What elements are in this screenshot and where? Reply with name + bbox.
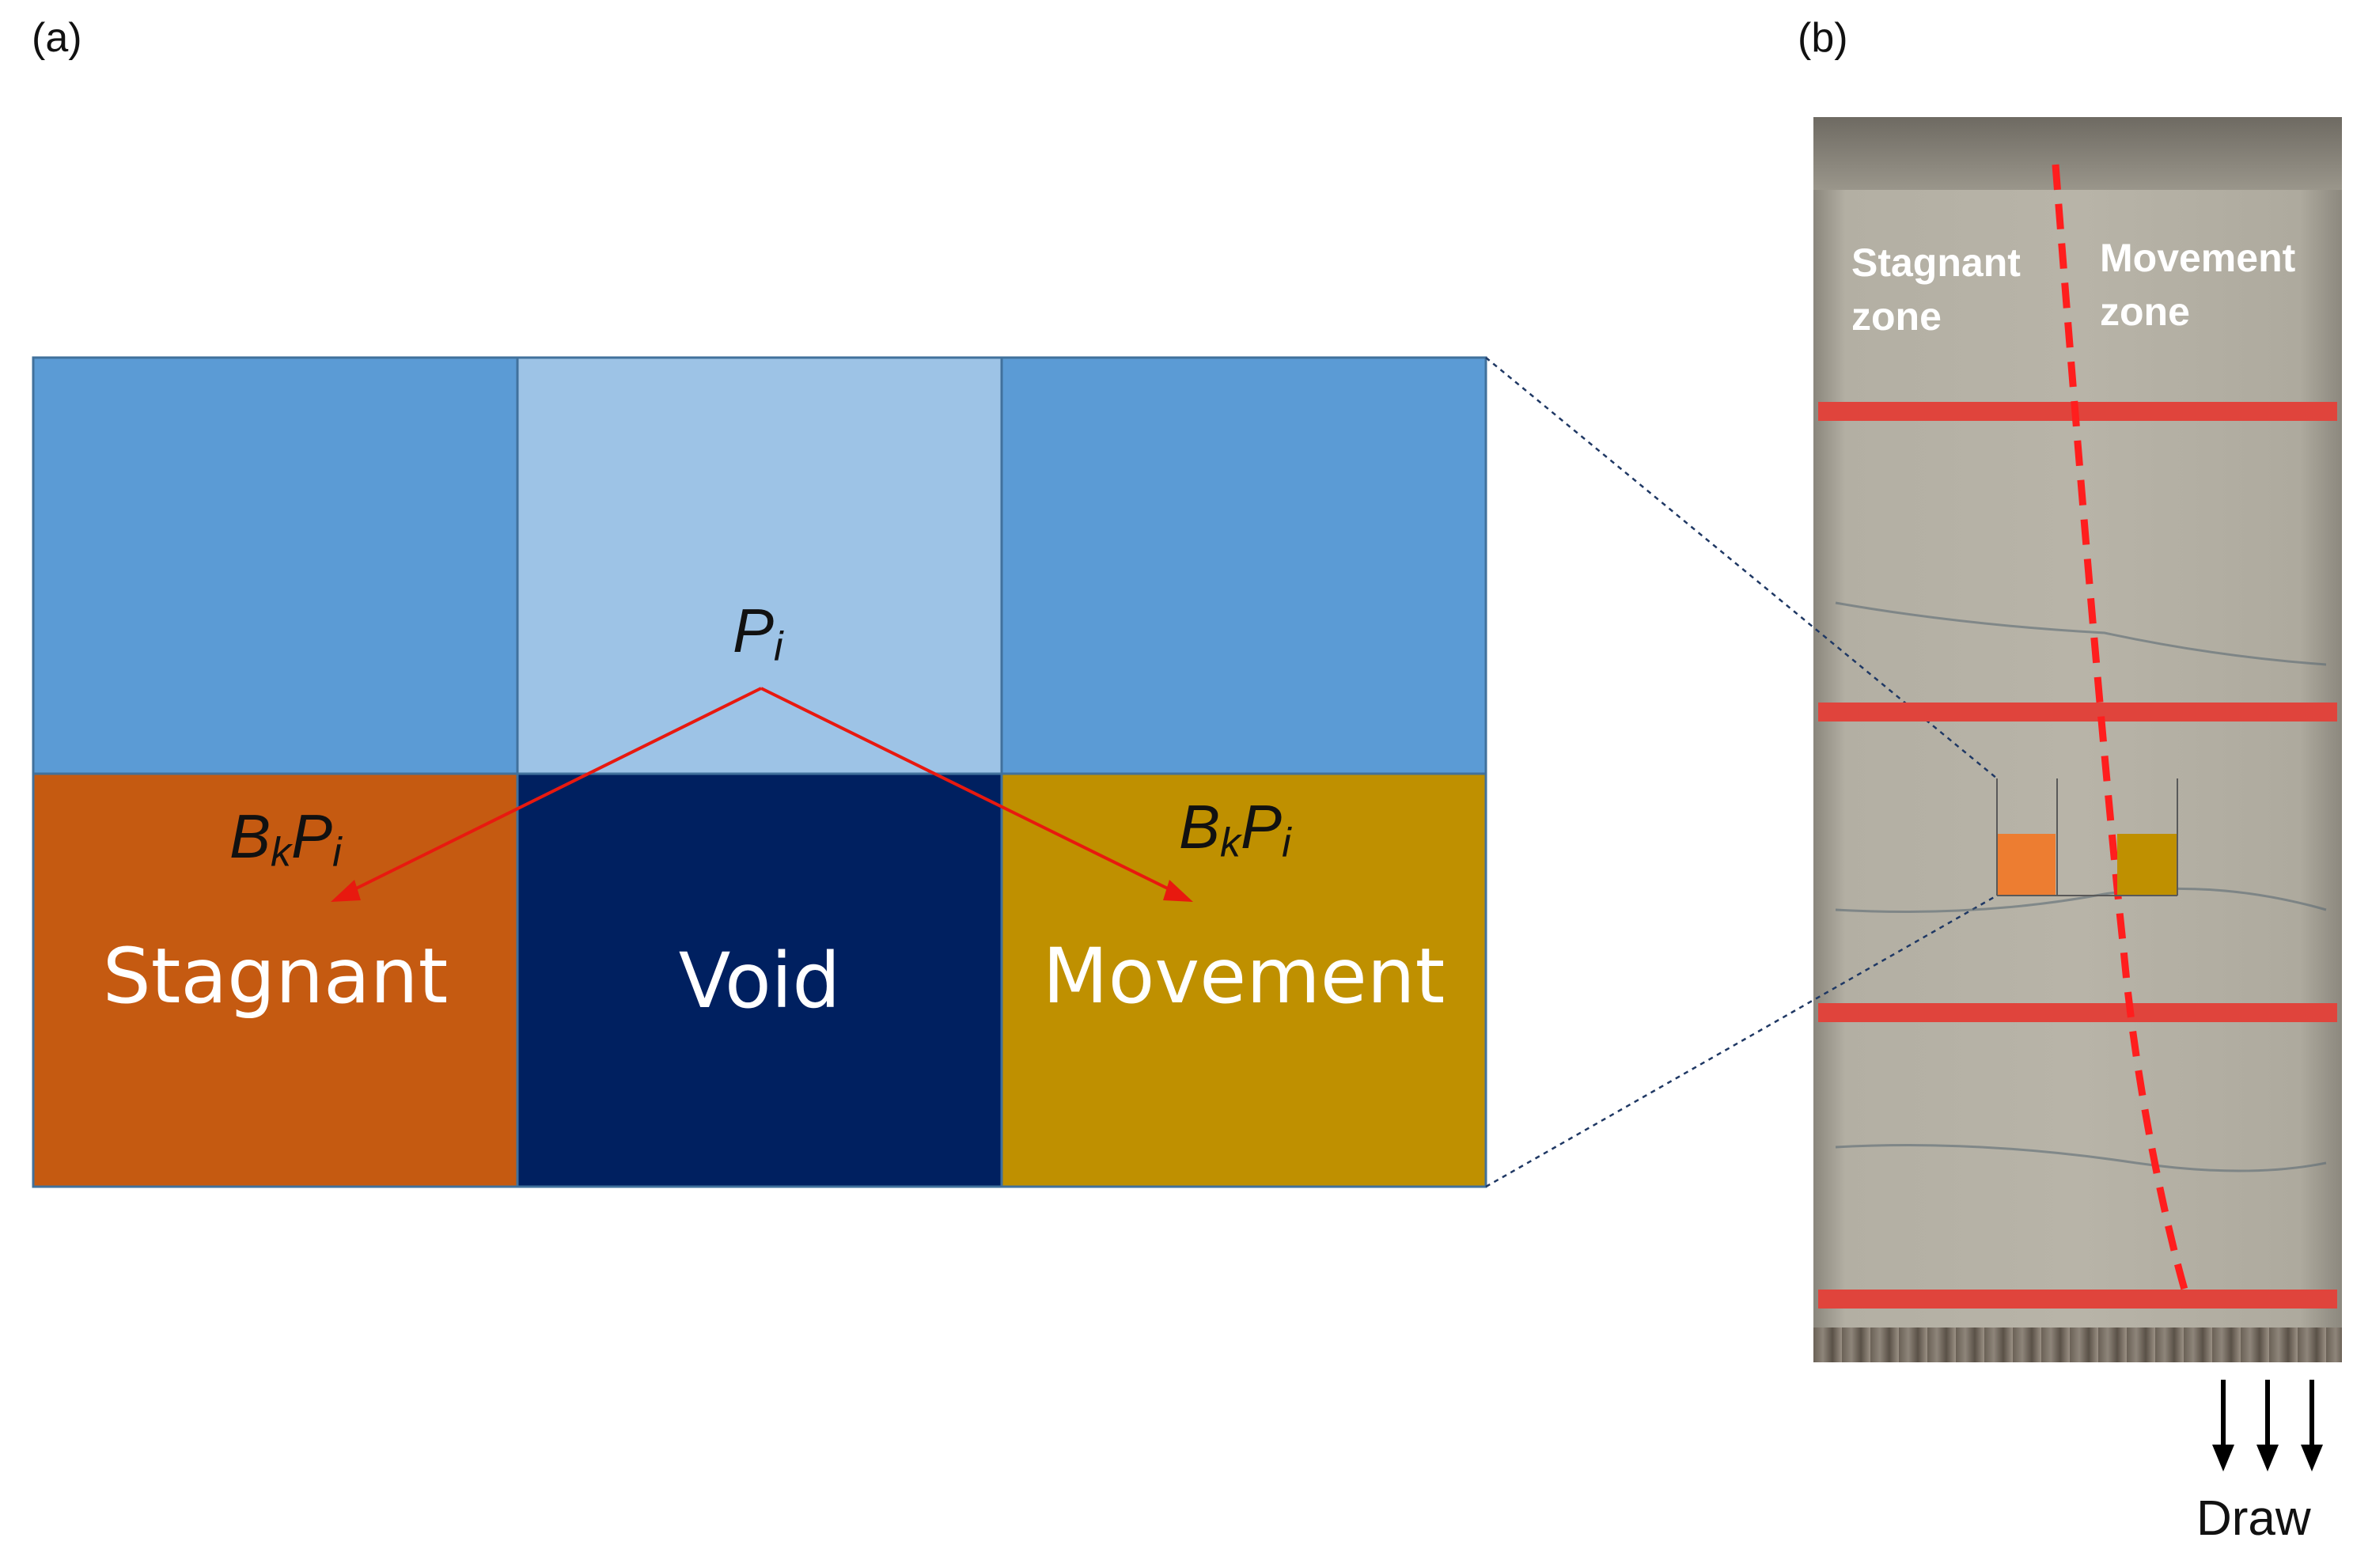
- stagnant-zone-line2: zone: [1851, 294, 1942, 339]
- movement-zone-line2: zone: [2100, 290, 2190, 334]
- panel-a-label: (a): [32, 15, 82, 61]
- panel-b-label: (b): [1798, 15, 1848, 61]
- formula-right-i: i: [1282, 820, 1291, 866]
- bin-photo-top-shade: [1813, 117, 2342, 190]
- stagnant-zone-label: Stagnant zone: [1851, 236, 2021, 343]
- bin-layer-lines: [1835, 601, 2327, 1172]
- zoom-lines: [1485, 357, 1998, 1188]
- cell-void: Void: [517, 774, 1002, 1187]
- inset-cells: [1996, 778, 2178, 896]
- cell-upper-center: [517, 358, 1002, 774]
- cell-movement: Movement: [1002, 774, 1486, 1187]
- formula-pi-sub: i: [774, 623, 783, 670]
- bin-photo-bottom-strip: [1813, 1327, 2342, 1362]
- formula-left-i: i: [332, 829, 342, 876]
- formula-left-b: B: [229, 801, 271, 871]
- arrow-head-movement: [1163, 880, 1193, 902]
- movement-zone-label: Movement zone: [2100, 231, 2295, 339]
- arrow-head-stagnant: [331, 880, 361, 902]
- cell-movement-label: Movement: [1042, 932, 1446, 1021]
- stagnant-zone-line1: Stagnant: [1851, 241, 2021, 285]
- zone-boundary-curve: [2052, 164, 2191, 1299]
- formula-pi: Pi: [733, 595, 783, 670]
- transition-arrows: [331, 687, 1193, 902]
- cell-stagnant-label: Stagnant: [102, 932, 449, 1021]
- arrow-to-stagnant: [341, 687, 762, 897]
- cell-stagnant: Stagnant: [33, 774, 517, 1187]
- formula-pi-base: P: [733, 596, 775, 665]
- formula-right-b: B: [1179, 792, 1221, 862]
- formula-right-p: P: [1241, 792, 1283, 862]
- cell-upper-right: [1002, 358, 1486, 774]
- draw-arrows: [2212, 1380, 2323, 1471]
- formula-bkpi-left: BkPi: [229, 801, 342, 876]
- grid-borders: [32, 356, 1487, 1188]
- movement-zone-line1: Movement: [2100, 236, 2296, 280]
- arrow-to-movement: [760, 687, 1183, 897]
- formula-left-k: k: [271, 829, 292, 876]
- cell-void-label: Void: [678, 937, 841, 1025]
- formula-left-p: P: [291, 801, 333, 871]
- bin-rails: [1818, 402, 2337, 1309]
- draw-label: Draw: [2196, 1491, 2311, 1546]
- formula-bkpi-right: BkPi: [1179, 791, 1291, 866]
- cell-upper-left: [33, 358, 517, 774]
- formula-right-k: k: [1220, 820, 1241, 866]
